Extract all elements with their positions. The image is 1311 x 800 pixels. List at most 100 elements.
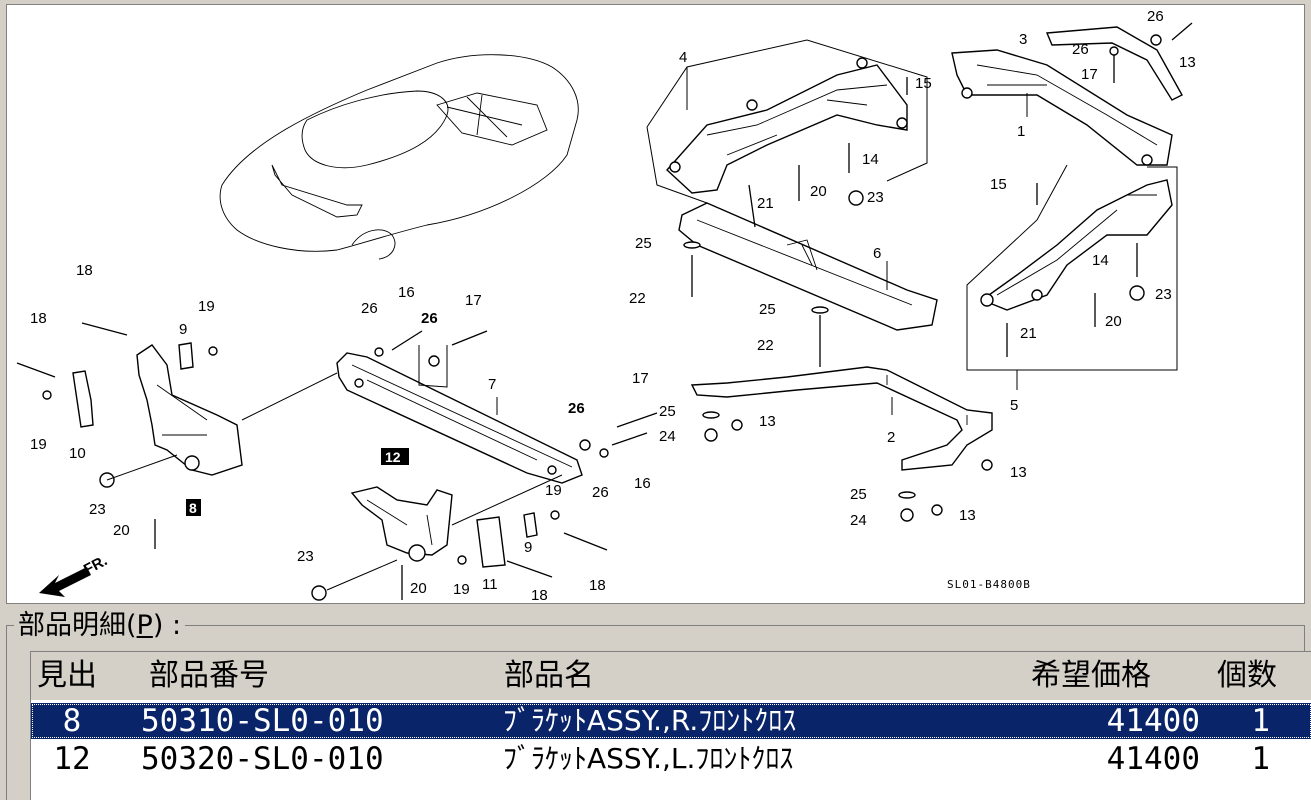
callout-14a: 14 [862,151,879,168]
callout-21a: 21 [757,195,774,212]
callout-3: 3 [1019,31,1027,48]
callout-19d: 19 [453,581,470,598]
callout-26b: 26 [1072,41,1089,58]
callout-8-box [186,499,201,516]
row-ref: 12 [53,741,91,777]
callout-19a: 19 [198,298,215,315]
callout-15b: 15 [990,176,1007,193]
callout-25b: 25 [759,301,776,318]
callout-15a: 15 [915,75,932,92]
callout-12: 12 [385,449,401,465]
frame-part-1 [951,49,1173,166]
callout-22a: 22 [629,290,646,307]
callout-17b: 17 [465,292,482,309]
bracket-part-12 [350,486,453,562]
callout-13d: 13 [959,507,976,524]
callout-4: 4 [679,49,687,66]
parts-detail-label: 部品明細(P) : [14,607,186,645]
leader-lines [106,39,1178,591]
callout-17c: 17 [632,370,649,387]
parts-detail-label-suffix: ) : [152,610,182,641]
row-ref: 8 [62,703,82,739]
row-qty: 1 [1251,703,1270,739]
callout-5: 5 [1010,397,1018,414]
row-part-number: 50310-SL0-010 [141,703,384,739]
bracket-part-8 [136,344,243,476]
frame-part-6 [678,202,938,331]
callout-10: 10 [69,445,86,462]
callout-2: 2 [887,429,895,446]
callout-13b: 13 [759,413,776,430]
row-part-name: ﾌﾞﾗｹｯﾄASSY.,L.ﾌﾛﾝﾄｸﾛｽ [503,742,794,775]
callout-23d: 23 [297,548,314,565]
column-header-qty[interactable]: 個数 [1217,652,1277,700]
callout-7: 7 [488,376,496,393]
callout-21b: 21 [1020,325,1037,342]
callout-17a: 17 [1081,66,1098,83]
callout-9b: 9 [524,539,532,556]
parts-row-selected[interactable]: 8 50310-SL0-010 ﾌﾞﾗｹｯﾄASSY.,R.ﾌﾛﾝﾄｸﾛｽ 41… [31,703,1311,739]
callout-16b: 16 [634,475,651,492]
frame-part-5 [980,179,1173,311]
callout-16a: 16 [398,284,415,301]
callout-26a: 26 [1147,8,1164,25]
callout-26e: 26 [568,400,585,417]
column-header-price[interactable]: 希望価格 [1031,652,1151,700]
callout-23a: 23 [867,189,884,206]
parts-list-header: 見出 部品番号 部品名 希望価格 個数 [31,652,1311,700]
callout-24b: 24 [850,512,867,529]
callout-19b: 19 [30,436,47,453]
parts-diagram[interactable]: FR. 1 2 3 4 5 6 7 8 9 9 10 11 12 13 13 1… [6,4,1305,604]
frame-part-4 [666,57,908,194]
row-part-name: ﾌﾞﾗｹｯﾄASSY.,R.ﾌﾛﾝﾄｸﾛｽ [503,704,797,737]
column-header-ref[interactable]: 見出 [37,652,97,700]
parts-row[interactable]: 12 50320-SL0-010 ﾌﾞﾗｹｯﾄASSY.,L.ﾌﾛﾝﾄｸﾛｽ 4… [31,741,1311,777]
callout-26f: 26 [592,484,609,501]
callout-23b: 23 [1155,286,1172,303]
row-part-number: 50320-SL0-010 [141,741,384,777]
callout-18b: 18 [30,310,47,327]
callout-12-box [381,448,409,465]
callout-labels: 1 2 3 4 5 6 7 8 9 9 10 11 12 13 13 13 13… [30,8,1196,604]
callout-18c: 18 [531,587,548,604]
row-price: 41400 [1106,741,1200,777]
callout-22b: 22 [757,337,774,354]
parts-detail-mnemonic: P [136,610,153,641]
fastener-parts [16,22,1193,601]
row-qty: 1 [1251,741,1270,777]
callout-24a: 24 [659,428,676,445]
callout-9a: 9 [179,321,187,338]
callout-25c: 25 [659,403,676,420]
exploded-view-drawing: FR. 1 2 3 4 5 6 7 8 9 9 10 11 12 13 13 1… [16,8,1196,604]
row-price: 41400 [1106,703,1200,739]
callout-8: 8 [189,500,197,516]
car-outline-illustration [219,54,579,260]
callout-20c: 20 [113,522,130,539]
frame-part-2 [690,366,993,471]
callout-13a: 13 [1179,54,1196,71]
column-header-part-name[interactable]: 部品名 [504,652,594,700]
callout-18a: 18 [76,262,93,279]
diagram-code: SL01-B4800B [947,578,1031,591]
column-header-part-number[interactable]: 部品番号 [149,652,269,700]
callout-19c: 19 [545,482,562,499]
callout-14b: 14 [1092,252,1109,269]
small-bracket-parts [72,342,538,568]
callout-20b: 20 [1105,313,1122,330]
callout-23c: 23 [89,501,106,518]
callout-25a: 25 [635,235,652,252]
parts-detail-label-prefix: 部品明細( [18,610,137,641]
callout-11: 11 [482,576,498,593]
callout-26c: 26 [361,300,378,317]
parts-list[interactable]: 見出 部品番号 部品名 希望価格 個数 8 50310-SL0-010 ﾌﾞﾗｹ… [30,651,1311,800]
callout-20a: 20 [810,183,827,200]
callout-1: 1 [1017,123,1025,140]
callout-18d: 18 [589,577,606,594]
callout-25d: 25 [850,486,867,503]
front-direction-arrow: FR. [39,552,110,597]
callout-13c: 13 [1010,464,1027,481]
callout-26d: 26 [421,310,438,327]
callout-6: 6 [873,245,881,262]
frame-part-7 [336,352,583,484]
callout-20d: 20 [410,580,427,597]
